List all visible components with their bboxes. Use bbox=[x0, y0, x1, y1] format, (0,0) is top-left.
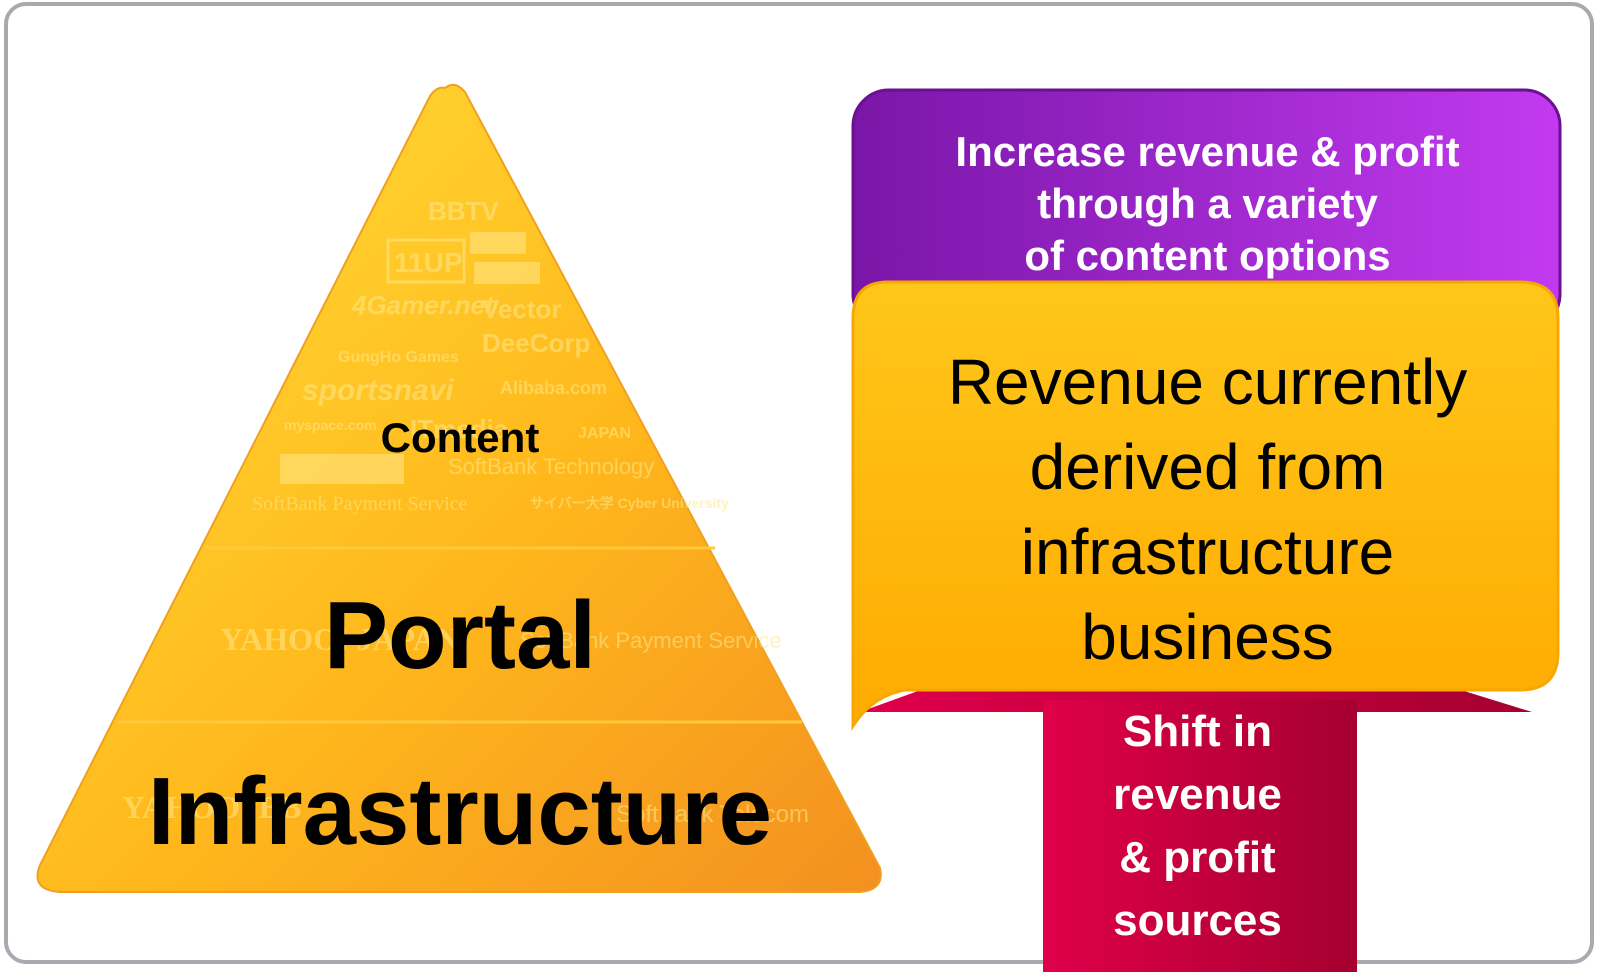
logo-yahoo-japan: YAHOO! JAPAN bbox=[220, 621, 459, 657]
logo-vector: Vector bbox=[482, 294, 562, 324]
logo-box-left bbox=[280, 454, 404, 484]
shift-arrow-text: Shift in revenue & profit sources bbox=[1113, 707, 1282, 945]
logo-bbtv: BBTV bbox=[428, 196, 499, 226]
logo-gungho: GungHo Games bbox=[338, 349, 459, 366]
middle-callout-box bbox=[851, 280, 1560, 732]
logo-itmedia: ITmedia bbox=[410, 414, 509, 444]
logo-deecorp: DeeCorp bbox=[482, 328, 590, 358]
logo-sportsnavi: sportsnavi bbox=[302, 374, 454, 407]
logo-11up: 11UP bbox=[394, 247, 463, 278]
logo-softbank-telecom: SoftBank Telecom bbox=[616, 801, 809, 828]
shift-arrow-stem bbox=[1043, 700, 1357, 972]
pyramid-tier-infrastructure-label: Infrastructure bbox=[147, 758, 773, 865]
logo-softbank-technology: SoftBank Technology bbox=[448, 454, 654, 479]
logo-4gamer: 4Gamer.net bbox=[351, 290, 495, 320]
pyramid-tier-portal-label: Portal bbox=[323, 582, 597, 689]
logo-small-box-1 bbox=[470, 232, 526, 254]
pyramid-body bbox=[36, 83, 882, 893]
logo-myspace: myspace.com bbox=[284, 417, 377, 433]
logo-small-box-2 bbox=[474, 262, 540, 284]
middle-callout-text: Revenue currently derived from infrastru… bbox=[947, 346, 1468, 673]
pyramid: BBTV 11UP 4Gamer.net Vector DeeCorp Gung… bbox=[36, 83, 882, 893]
logo-softbank-payment-2: SoftBank Payment Service bbox=[520, 628, 782, 653]
logo-softbank-payment-1: SoftBank Payment Service bbox=[252, 493, 468, 515]
logo-alibaba: Alibaba.com bbox=[500, 378, 607, 398]
logo-11up-box bbox=[386, 238, 466, 284]
pyramid-tier-content-label: Content bbox=[380, 414, 540, 461]
logo-japan: JAPAN bbox=[578, 425, 631, 442]
top-callout-text: Increase revenue & profit through a vari… bbox=[955, 128, 1460, 279]
logo-cyber-university: サイバー大学 Cyber University bbox=[530, 495, 729, 511]
logo-yahoo-bb: YAHOO! BB bbox=[122, 789, 301, 825]
